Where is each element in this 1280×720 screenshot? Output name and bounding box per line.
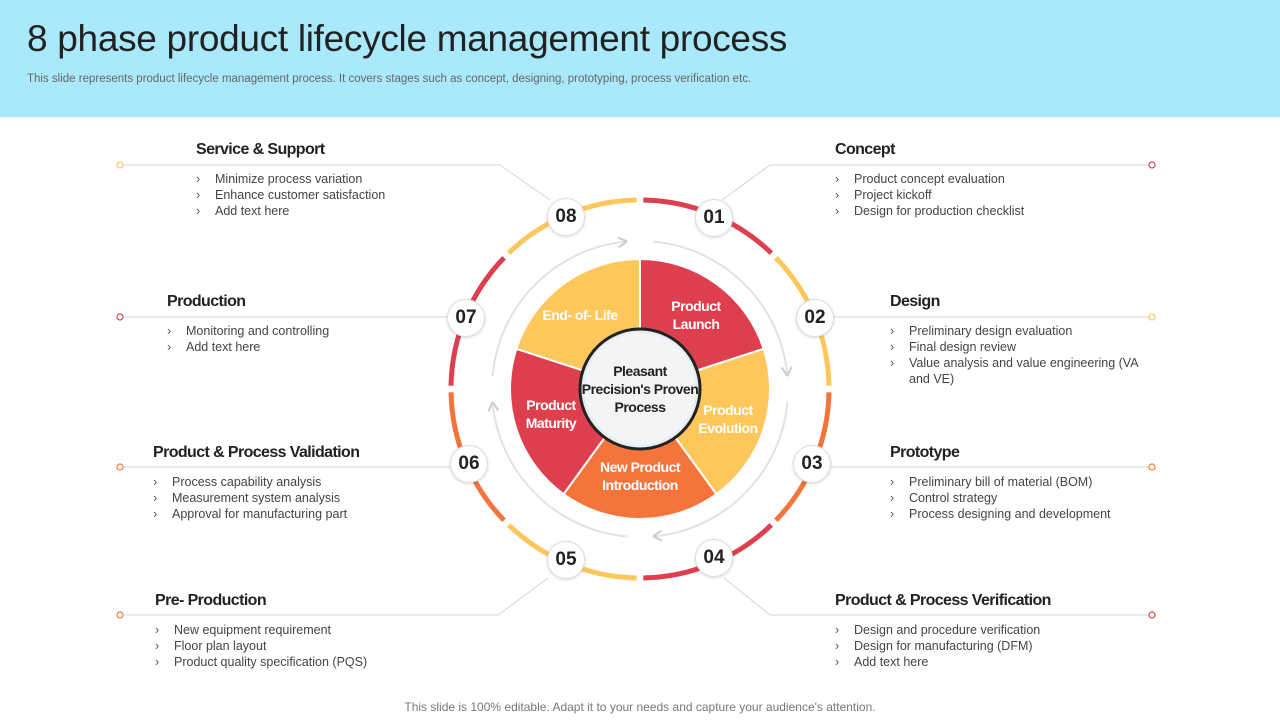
connector-dot: [116, 611, 124, 619]
phase-block: Pre- ProductionNew equipment requirement…: [155, 592, 485, 670]
footer-note: This slide is 100% editable. Adapt it to…: [404, 700, 876, 714]
phase-block: DesignPreliminary design evaluationFinal…: [890, 293, 1160, 387]
connector-dot: [1148, 463, 1156, 471]
phase-title: Concept: [835, 141, 895, 158]
phase-item: Control strategy: [890, 490, 1160, 506]
connector-dot: [116, 313, 124, 321]
phase-title: Prototype: [890, 444, 960, 461]
slice-label: End- of- Life: [542, 307, 618, 323]
arrow-head-icon: [487, 401, 500, 412]
connector-dot: [1148, 161, 1156, 169]
slice-label: Product Launch: [671, 298, 721, 332]
phase-item: Minimize process variation: [196, 171, 526, 187]
phase-items: Preliminary bill of material (BOM)Contro…: [890, 474, 1160, 522]
slice-label: New Product Introduction: [599, 459, 681, 493]
phase-block: Product & Process ValidationProcess capa…: [153, 444, 483, 522]
phase-item: Floor plan layout: [155, 638, 485, 654]
phase-block: ConceptProduct concept evaluationProject…: [835, 141, 1165, 219]
phase-block: ProductionMonitoring and controllingAdd …: [167, 293, 497, 355]
phase-items: New equipment requirementFloor plan layo…: [155, 622, 485, 670]
connector-line: [721, 164, 1152, 201]
phase-item: Monitoring and controlling: [167, 323, 497, 339]
connector-line: [723, 577, 1152, 616]
phase-number-badge: 08: [547, 198, 585, 236]
flow-arc: [652, 401, 789, 538]
phase-item: Add text here: [835, 654, 1165, 670]
phase-items: Monitoring and controllingAdd text here: [167, 323, 497, 355]
phase-item: Project kickoff: [835, 187, 1165, 203]
phase-item: Final design review: [890, 339, 1160, 355]
flow-arc: [652, 240, 789, 377]
connector-dot: [116, 463, 124, 471]
phase-number-badge: 05: [547, 541, 585, 579]
connector-dot: [1148, 313, 1156, 321]
pie-slice: [562, 387, 718, 520]
connector-line: [120, 577, 549, 616]
phase-item: Design for production checklist: [835, 203, 1165, 219]
phase-item: Approval for manufacturing part: [153, 506, 483, 522]
connector-dot: [1148, 611, 1156, 619]
center-label: Pleasant Precision's Proven Process: [581, 363, 699, 415]
phase-items: Design and procedure verificationDesign …: [835, 622, 1165, 670]
header-banner: 8 phase product lifecycle management pro…: [0, 0, 1280, 117]
phase-items: Minimize process variationEnhance custom…: [196, 171, 526, 219]
phase-item: Preliminary bill of material (BOM): [890, 474, 1160, 490]
phase-number-badge: 03: [793, 445, 831, 483]
phase-title: Service & Support: [196, 141, 325, 158]
phase-item: Add text here: [167, 339, 497, 355]
phase-number-badge: 02: [796, 299, 834, 337]
phase-items: Process capability analysisMeasurement s…: [153, 474, 483, 522]
connector-dot: [116, 161, 124, 169]
phase-block: PrototypePreliminary bill of material (B…: [890, 444, 1160, 522]
slice-label: Product Evolution: [698, 402, 758, 436]
phase-item: Product quality specification (PQS): [155, 654, 485, 670]
phase-item: Design and procedure verification: [835, 622, 1165, 638]
phase-item: Add text here: [196, 203, 526, 219]
phase-title: Product & Process Verification: [835, 592, 1051, 609]
phase-item: New equipment requirement: [155, 622, 485, 638]
phase-block: Service & SupportMinimize process variat…: [196, 141, 526, 219]
phase-item: Process designing and development: [890, 506, 1160, 522]
phase-item: Measurement system analysis: [153, 490, 483, 506]
phase-number-badge: 04: [695, 539, 733, 577]
page-title: 8 phase product lifecycle management pro…: [27, 18, 788, 59]
center-image: [584, 333, 696, 445]
flow-arc: [491, 401, 628, 538]
connector-line: [120, 164, 551, 201]
phase-title: Production: [167, 293, 246, 310]
arrow-head-icon: [617, 236, 628, 249]
phase-item: Product concept evaluation: [835, 171, 1165, 187]
phase-title: Design: [890, 293, 940, 310]
arrow-head-icon: [652, 529, 663, 542]
phase-items: Preliminary design evaluationFinal desig…: [890, 323, 1160, 387]
phase-title: Product & Process Validation: [153, 444, 360, 461]
phase-item: Enhance customer satisfaction: [196, 187, 526, 203]
page-subtitle: This slide represents product lifecycle …: [27, 73, 752, 85]
phase-number-badge: 01: [695, 199, 733, 237]
phase-item: Process capability analysis: [153, 474, 483, 490]
phase-items: Product concept evaluationProject kickof…: [835, 171, 1165, 219]
phase-title: Pre- Production: [155, 592, 267, 609]
phase-item: Value analysis and value engineering (VA…: [890, 355, 1160, 387]
slice-label: Product Maturity: [525, 397, 577, 431]
flow-arc: [491, 240, 628, 377]
phase-item: Preliminary design evaluation: [890, 323, 1160, 339]
arrow-head-icon: [780, 366, 793, 377]
phase-item: Design for manufacturing (DFM): [835, 638, 1165, 654]
phase-block: Product & Process VerificationDesign and…: [835, 592, 1165, 670]
